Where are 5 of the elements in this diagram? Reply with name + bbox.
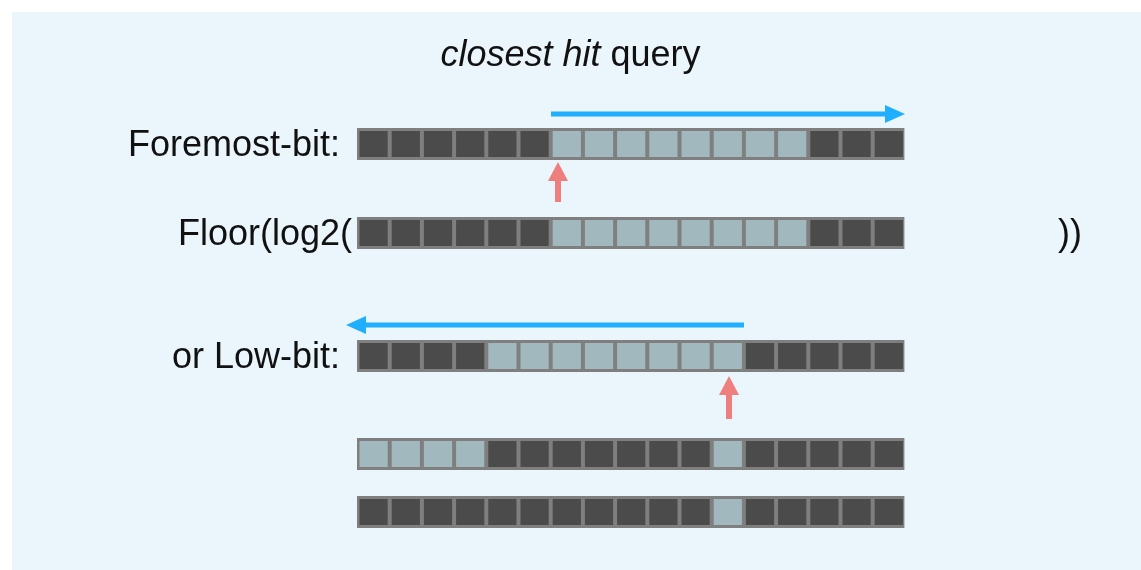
closing-parenthesis: )) — [1058, 213, 1082, 253]
title: closest hit query — [439, 34, 702, 74]
row-label: or Low-bit: — [171, 336, 340, 376]
row-label: Foremost-bit: — [127, 124, 340, 164]
row-label: Floor(log2( — [177, 213, 352, 253]
